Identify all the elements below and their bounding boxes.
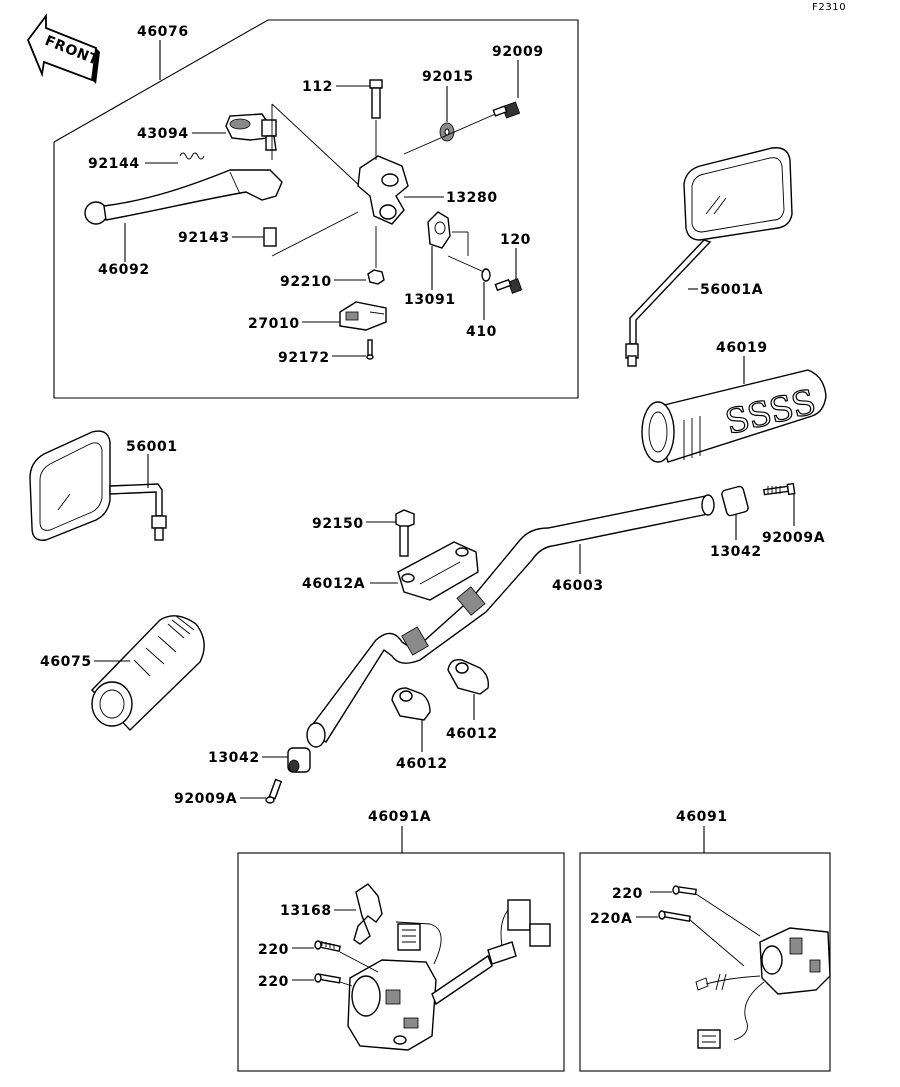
upper-holder-46012A — [397, 541, 479, 601]
washer-part-92015 — [439, 122, 455, 142]
label-92210: 92210 — [280, 274, 332, 290]
clamp-part-13091 — [427, 211, 451, 249]
label-46012A: 46012A — [302, 576, 365, 592]
screw-part-220-left-b — [314, 973, 341, 984]
label-220-left-a: 220 — [258, 942, 289, 958]
screw-part-92009A-right — [763, 482, 796, 496]
bracket-part-13168 — [353, 883, 383, 945]
label-92009A-left: 92009A — [174, 791, 237, 807]
screw-part-92009 — [492, 101, 521, 119]
weight-part-13042-right — [721, 485, 749, 517]
label-46012-lower: 46012 — [396, 756, 448, 772]
label-46012-upper: 46012 — [446, 726, 498, 742]
washer-part-410 — [481, 268, 491, 282]
screw-part-92009A-left — [265, 778, 283, 804]
label-46076: 46076 — [137, 24, 189, 40]
label-220A: 220A — [590, 911, 632, 927]
label-46092: 46092 — [98, 262, 150, 278]
screw-part-220-right — [672, 885, 697, 896]
label-92150: 92150 — [312, 516, 364, 532]
lever-assembly-box — [53, 19, 579, 399]
adjuster-part-43094 — [225, 113, 277, 151]
label-120: 120 — [500, 232, 531, 248]
handlebar-46003 — [306, 494, 715, 748]
lever-holder-13280 — [357, 155, 409, 225]
collar-part-92143 — [263, 227, 277, 247]
figure-code: F2310 — [812, 2, 846, 13]
label-46091: 46091 — [676, 809, 728, 825]
label-46003: 46003 — [552, 578, 604, 594]
lower-holder-46012-a — [391, 687, 431, 721]
brake-lever-46092 — [84, 169, 283, 225]
label-92143: 92143 — [178, 230, 230, 246]
bolt-part-92150 — [395, 509, 415, 557]
bolt-part-120 — [494, 278, 523, 294]
switch-part-27010 — [339, 301, 387, 331]
label-56001A: 56001A — [700, 282, 763, 298]
label-220-left-b: 220 — [258, 974, 289, 990]
label-27010: 27010 — [248, 316, 300, 332]
label-46091A: 46091A — [368, 809, 431, 825]
label-13042-left: 13042 — [208, 750, 260, 766]
label-13280: 13280 — [446, 190, 498, 206]
label-13091: 13091 — [404, 292, 456, 308]
label-410: 410 — [466, 324, 497, 340]
label-92009A-right: 92009A — [762, 530, 825, 546]
front-arrow-icon: FRONT — [26, 13, 101, 84]
mirror-right-56001A — [625, 147, 793, 367]
mirror-left-56001 — [29, 430, 167, 541]
label-92144: 92144 — [88, 156, 140, 172]
label-56001: 56001 — [126, 439, 178, 455]
spring-part-92144 — [179, 152, 205, 160]
label-92009: 92009 — [492, 44, 544, 60]
label-46075: 46075 — [40, 654, 92, 670]
label-46019: 46019 — [716, 340, 768, 356]
label-112: 112 — [302, 79, 333, 95]
nut-part-92210 — [367, 269, 385, 285]
label-13042-right: 13042 — [710, 544, 762, 560]
label-13168: 13168 — [280, 903, 332, 919]
label-43094: 43094 — [137, 126, 189, 142]
screw-part-92172 — [366, 339, 374, 360]
lower-holder-46012-b — [447, 659, 490, 695]
label-92172: 92172 — [278, 350, 330, 366]
label-92015: 92015 — [422, 69, 474, 85]
throttle-grip-46019: SSSS — [641, 369, 827, 463]
weight-part-13042-left — [287, 747, 311, 773]
switch-housing-left-46091A — [347, 899, 551, 1051]
bolt-part-112 — [369, 79, 383, 119]
grip-left-46075 — [91, 615, 205, 731]
label-220-right: 220 — [612, 886, 643, 902]
switch-housing-right-46091 — [695, 927, 831, 1049]
switch-box-left — [237, 852, 565, 1072]
screw-part-220-left-a — [314, 940, 342, 953]
screw-part-220A — [658, 910, 691, 923]
